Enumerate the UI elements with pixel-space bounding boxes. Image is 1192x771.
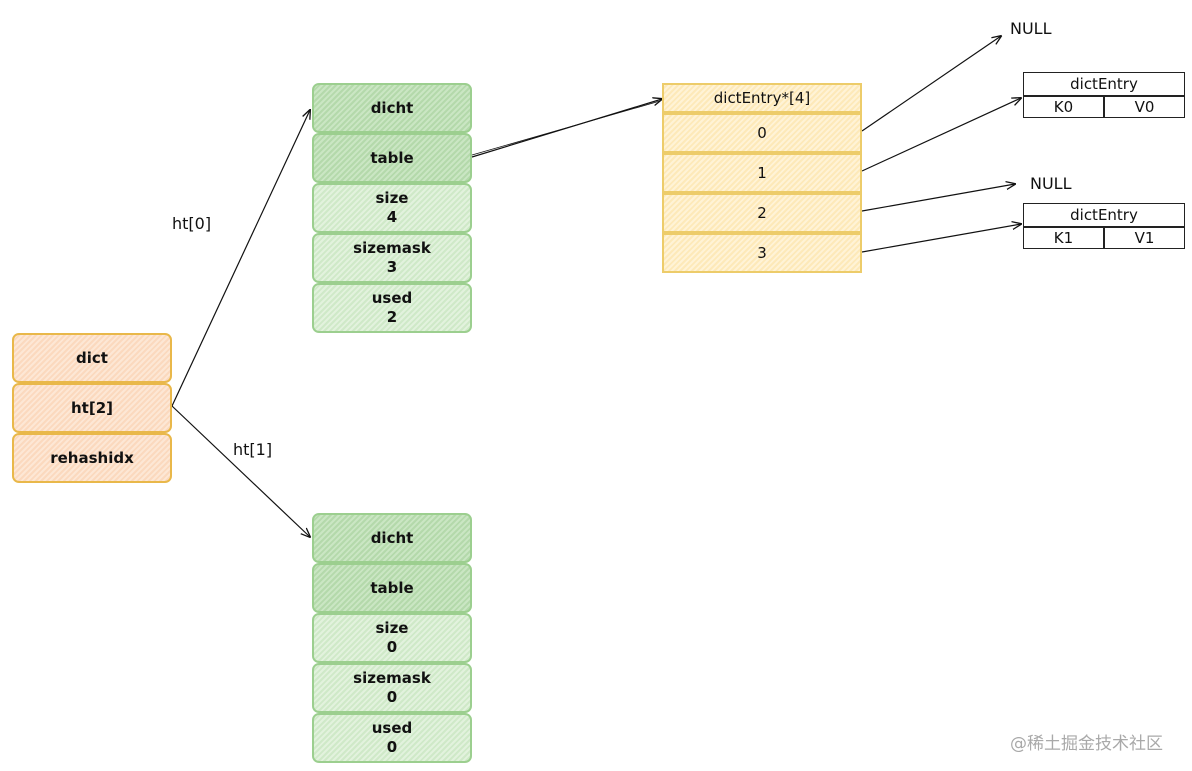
- ht1-sizemask-value: 0: [386, 688, 398, 706]
- arrow-slot2-to-null: [861, 184, 1015, 212]
- watermark: @稀土掘金技术社区: [1010, 734, 1163, 754]
- table-slot-label: 3: [757, 243, 767, 262]
- dict-title: dict: [76, 348, 108, 367]
- ht0-used-cell: used 2: [312, 283, 472, 333]
- table-slot: 1: [662, 153, 862, 193]
- ht0-dicht-title: dicht: [370, 98, 414, 117]
- ht0-dicht-title-cell: dicht: [312, 83, 472, 133]
- ht1-dicht-title-cell: dicht: [312, 513, 472, 563]
- ht1-used-value: 0: [386, 738, 398, 756]
- table-slot-label: 1: [757, 163, 767, 182]
- ht0-sizemask-cell: sizemask 3: [312, 233, 472, 283]
- ht0-used-label: used: [371, 289, 413, 307]
- table-slot-label: 2: [757, 203, 767, 222]
- ht0-sizemask-value: 3: [386, 258, 398, 276]
- dict-entry-value: V0: [1104, 96, 1185, 118]
- dict-title-cell: dict: [12, 333, 172, 383]
- null-label: NULL: [1030, 174, 1072, 193]
- dict-entry-key: K1: [1023, 227, 1104, 249]
- ht1-used-cell: used 0: [312, 713, 472, 763]
- ht1-sizemask-cell: sizemask 0: [312, 663, 472, 713]
- dict-entry-title: dictEntry: [1023, 203, 1185, 227]
- arrow-slot1-to-entry0: [861, 98, 1021, 172]
- ht1-table-label: table: [370, 578, 414, 597]
- ht1-size-value: 0: [386, 638, 398, 656]
- dict-entry-value: V1: [1104, 227, 1185, 249]
- table-slot: 0: [662, 113, 862, 153]
- dict-rehashidx-cell: rehashidx: [12, 433, 172, 483]
- dict-entry-title: dictEntry: [1023, 72, 1185, 96]
- arrow-slot3-to-entry1: [861, 224, 1021, 253]
- table-array-header: dictEntry*[4]: [662, 83, 862, 113]
- ht1-link-label: ht[1]: [233, 440, 273, 459]
- arrow-dict-to-ht0: [171, 110, 310, 407]
- dict-rehashidx-label: rehashidx: [50, 448, 134, 467]
- table-slot-label: 0: [757, 123, 767, 142]
- ht1-dicht-title: dicht: [370, 528, 414, 547]
- ht1-size-cell: size 0: [312, 613, 472, 663]
- table-slot: 3: [662, 233, 862, 273]
- ht1-used-label: used: [371, 719, 413, 737]
- ht0-table-label: table: [370, 148, 414, 167]
- ht0-size-value: 4: [386, 208, 398, 226]
- table-array-header-label: dictEntry*[4]: [713, 88, 811, 107]
- table-slot: 2: [662, 193, 862, 233]
- ht0-link-label: ht[0]: [172, 214, 212, 233]
- ht0-size-cell: size 4: [312, 183, 472, 233]
- dict-ht-cell: ht[2]: [12, 383, 172, 433]
- arrow-dict-to-ht1: [171, 405, 310, 537]
- ht1-sizemask-label: sizemask: [353, 669, 431, 687]
- ht0-size-label: size: [375, 189, 409, 207]
- arrow-slot0-to-null: [861, 36, 1001, 132]
- ht1-table-cell: table: [312, 563, 472, 613]
- ht0-table-cell: table: [312, 133, 472, 183]
- dict-entry-key: K0: [1023, 96, 1104, 118]
- arrow-table-to-array-sketch: [471, 100, 661, 156]
- ht0-used-value: 2: [386, 308, 398, 326]
- ht1-size-label: size: [375, 619, 409, 637]
- null-label: NULL: [1010, 19, 1052, 38]
- dict-ht-label: ht[2]: [71, 398, 113, 417]
- ht0-sizemask-label: sizemask: [353, 239, 431, 257]
